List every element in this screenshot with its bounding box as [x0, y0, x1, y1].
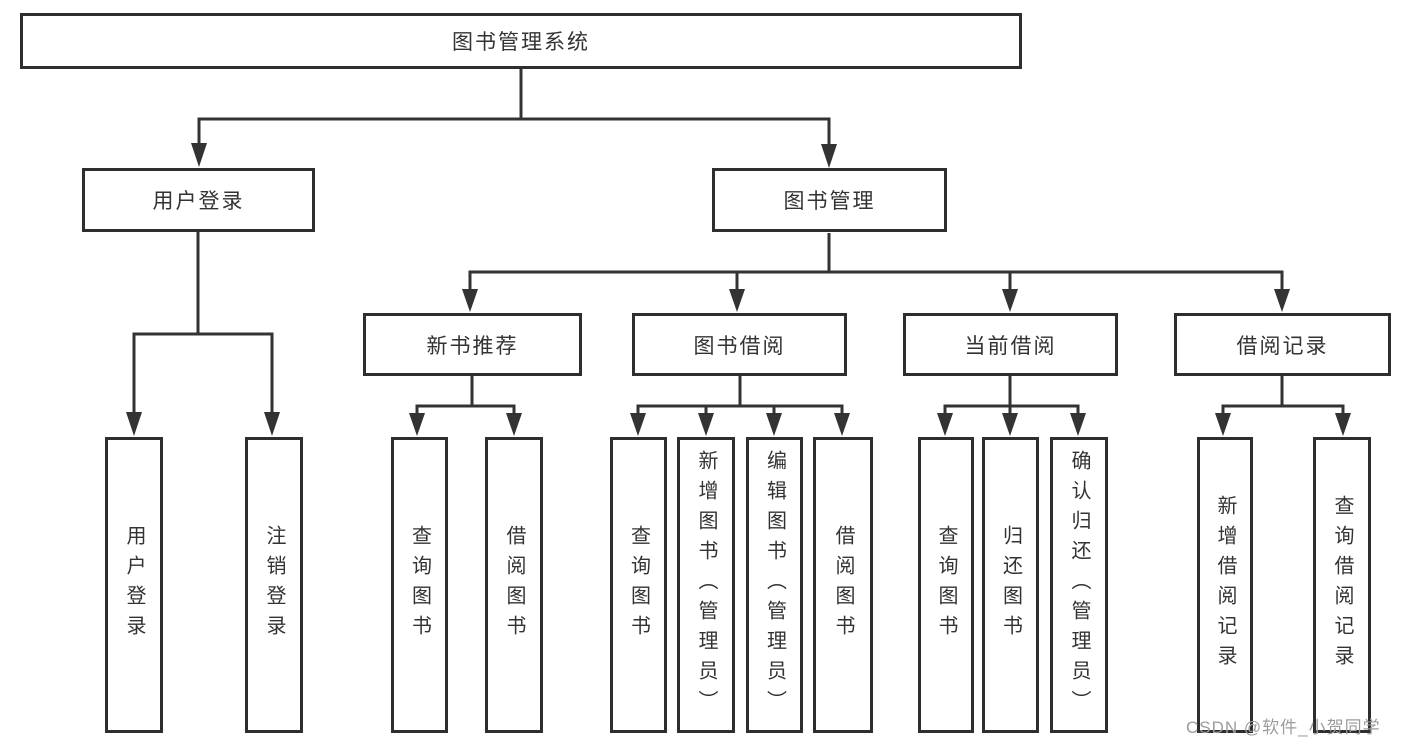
csdn-watermark: CSDN @软件_小贺同学 — [1186, 718, 1381, 737]
node-book-management: 图书管理 — [712, 168, 947, 232]
leaf-logout: 注销登录 — [245, 437, 303, 733]
leaf-add-books-admin: 新增图书（管理员） — [677, 437, 735, 733]
node-new-book-recommend: 新书推荐 — [363, 313, 582, 376]
node-user-login: 用户登录 — [82, 168, 315, 232]
leaf-label: 归还图书 — [999, 525, 1022, 645]
leaf-label: 编辑图书（管理员） — [763, 450, 786, 720]
leaf-label: 新增借阅记录 — [1214, 495, 1236, 675]
leaf-query-borrow-record: 查询借阅记录 — [1313, 437, 1371, 733]
leaf-label: 查询图书 — [408, 525, 431, 645]
leaf-label: 查询图书 — [627, 525, 650, 645]
leaf-query-books-borrow: 查询图书 — [610, 437, 667, 733]
node-borrow-records: 借阅记录 — [1174, 313, 1391, 376]
leaf-confirm-return-admin: 确认归还（管理员） — [1050, 437, 1108, 733]
leaf-query-books-current: 查询图书 — [918, 437, 974, 733]
leaf-edit-books-admin: 编辑图书（管理员） — [746, 437, 803, 733]
leaf-label: 查询图书 — [935, 525, 957, 645]
leaf-label: 确认归还（管理员） — [1068, 450, 1090, 720]
leaf-label: 借阅图书 — [503, 525, 525, 645]
node-root-system: 图书管理系统 — [20, 13, 1022, 69]
leaf-label: 查询借阅记录 — [1331, 495, 1353, 675]
leaf-borrow-books-recommend: 借阅图书 — [485, 437, 543, 733]
node-book-borrow: 图书借阅 — [632, 313, 847, 376]
leaf-label: 用户登录 — [123, 525, 145, 645]
leaf-borrow-books: 借阅图书 — [813, 437, 873, 733]
leaf-add-borrow-record: 新增借阅记录 — [1197, 437, 1253, 733]
leaf-user-login: 用户登录 — [105, 437, 163, 733]
leaf-label: 借阅图书 — [832, 525, 854, 645]
leaf-return-books: 归还图书 — [982, 437, 1039, 733]
leaf-query-books-recommend: 查询图书 — [391, 437, 448, 733]
leaf-label: 注销登录 — [263, 525, 285, 645]
arrowhead-icons — [126, 143, 1351, 436]
leaf-label: 新增图书（管理员） — [695, 450, 717, 720]
node-current-borrow: 当前借阅 — [903, 313, 1118, 376]
